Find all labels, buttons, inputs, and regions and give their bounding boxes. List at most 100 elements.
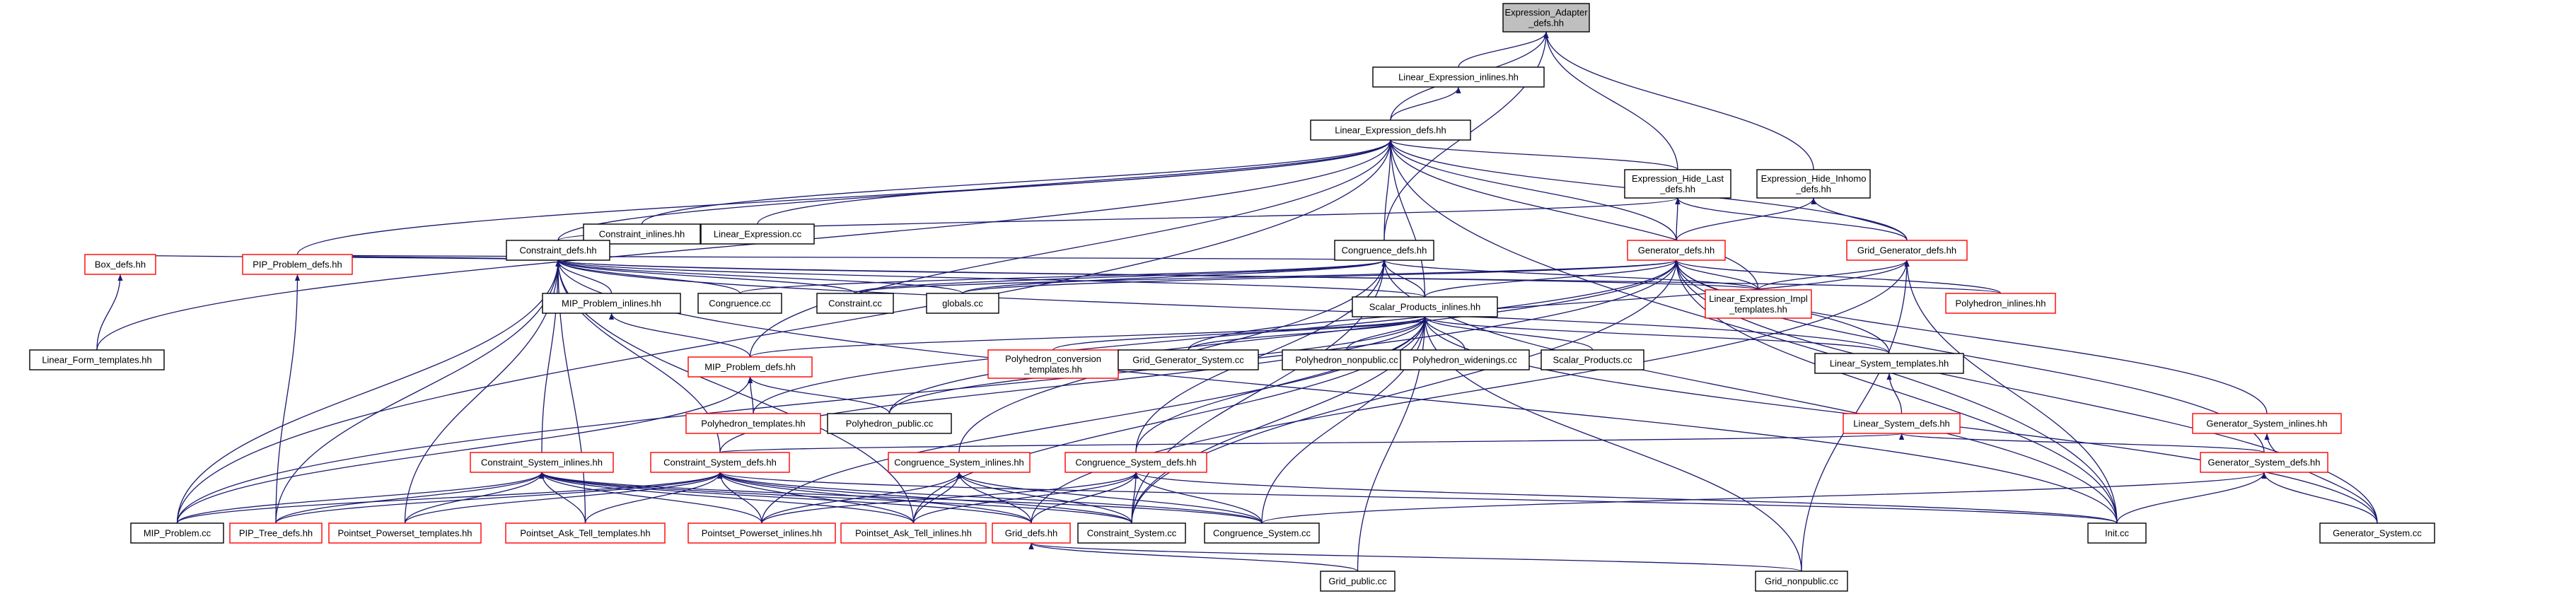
node-patttmpl[interactable]: Pointset_Ask_Tell_templates.hh xyxy=(505,522,666,544)
node-label: Congruence.cc xyxy=(709,298,771,309)
edge-gridpub-to-griddefs xyxy=(1028,542,1359,572)
node-polypub[interactable]: Polyhedron_public.cc xyxy=(827,413,952,434)
edge-initcc-to-csdefs xyxy=(717,472,2118,524)
edge-mipcc-to-csinl xyxy=(176,472,545,524)
node-label: Constraint_System.cc xyxy=(1087,528,1177,539)
node-initcc[interactable]: Init.cc xyxy=(2087,522,2147,544)
node-spcc[interactable]: Scalar_Products.cc xyxy=(1541,349,1644,370)
node-lstmpl[interactable]: Linear_System_templates.hh xyxy=(1814,353,1964,374)
node-label: Generator_System_defs.hh xyxy=(2208,457,2321,468)
node-label: Linear_Expression.cc xyxy=(714,229,802,240)
node-congsyscc[interactable]: Congruence_System.cc xyxy=(1204,522,1320,544)
node-lecc[interactable]: Linear_Expression.cc xyxy=(700,223,815,245)
edge-leimpl-to-gendefs xyxy=(1673,259,1759,291)
node-ppwtmpl[interactable]: Pointset_Powerset_templates.hh xyxy=(328,522,482,544)
node-leinl[interactable]: Linear_Expression_inlines.hh xyxy=(1372,66,1545,88)
edge-pattinl-to-csinl xyxy=(539,472,915,524)
node-gridnonpub[interactable]: Grid_nonpublic.cc xyxy=(1755,571,1848,592)
node-gensyscc[interactable]: Generator_System.cc xyxy=(2319,522,2435,544)
node-mipcc[interactable]: MIP_Problem.cc xyxy=(130,522,224,544)
node-lftmpl[interactable]: Linear_Form_templates.hh xyxy=(29,349,165,370)
edge-csdefs-to-lsdefs xyxy=(719,433,1903,453)
node-label: Polyhedron_nonpublic.cc xyxy=(1295,355,1398,366)
edge-ggdefs-to-ehi xyxy=(1811,197,1908,241)
node-constrcc[interactable]: Constraint.cc xyxy=(816,293,894,314)
node-gendefs[interactable]: Generator_defs.hh xyxy=(1627,240,1726,261)
node-label: Generator_System_inlines.hh xyxy=(2206,419,2327,429)
node-ehi[interactable]: Expression_Hide_Inhomo_defs.hh xyxy=(1756,169,1871,199)
node-csyscc[interactable]: Constraint_System.cc xyxy=(1077,522,1186,544)
node-polyinl[interactable]: Polyhedron_inlines.hh xyxy=(1945,293,2056,314)
node-label: Polyhedron_conversion xyxy=(1005,353,1101,364)
node-label: Linear_Expression_Impl xyxy=(1709,293,1808,304)
node-gridpub[interactable]: Grid_public.cc xyxy=(1320,571,1396,592)
node-layer: Expression_Adapter_defs.hhLinear_Express… xyxy=(29,3,2435,592)
edge-piptree-to-csdefs xyxy=(275,472,723,524)
node-label: Constraint_System_inlines.hh xyxy=(481,457,603,468)
node-ppwinl[interactable]: Pointset_Powerset_inlines.hh xyxy=(687,522,836,544)
node-gensysinl[interactable]: Generator_System_inlines.hh xyxy=(2192,413,2342,434)
edge-griddefs-to-csinl xyxy=(539,472,1032,524)
edge-ehi-to-root xyxy=(1543,31,1814,170)
node-mipinl[interactable]: MIP_Problem_inlines.hh xyxy=(542,293,681,314)
node-congcc[interactable]: Congruence.cc xyxy=(697,293,782,314)
node-pattinl[interactable]: Pointset_Ask_Tell_inlines.hh xyxy=(840,522,987,544)
edge-csyscc-to-congsinl xyxy=(956,472,1132,524)
edge-pattinl-to-congsinl xyxy=(912,472,962,524)
node-ledefs[interactable]: Linear_Expression_defs.hh xyxy=(1310,119,1471,141)
node-label: Pointset_Powerset_templates.hh xyxy=(337,528,472,539)
node-polywiden[interactable]: Polyhedron_widenings.cc xyxy=(1400,349,1530,370)
node-mipdefs[interactable]: MIP_Problem_defs.hh xyxy=(687,356,813,378)
node-csdefs[interactable]: Constraint_System_defs.hh xyxy=(650,452,790,473)
node-griddefs[interactable]: Grid_defs.hh xyxy=(992,522,1071,544)
node-ehl[interactable]: Expression_Hide_Last_defs.hh xyxy=(1624,169,1731,199)
node-label: Linear_Expression_inlines.hh xyxy=(1398,72,1519,83)
node-label: Congruence_System_defs.hh xyxy=(1075,457,1196,468)
edge-polynonpub-to-spinl xyxy=(1346,316,1428,351)
edge-leimpl-to-ledefs xyxy=(1388,139,1759,291)
node-label: Congruence_System.cc xyxy=(1213,528,1311,539)
edge-congdefs-to-ledefs xyxy=(1383,139,1393,241)
node-piptree[interactable]: PIP_Tree_defs.hh xyxy=(229,522,323,544)
node-cdefs[interactable]: Constraint_defs.hh xyxy=(506,240,610,261)
node-label: _defs.hh xyxy=(1795,184,1831,194)
edge-ppwtmpl-to-cdefs xyxy=(404,259,561,524)
edge-initcc-to-congsdefs xyxy=(1133,472,2118,524)
edge-griddefs-to-ggdefs xyxy=(1031,259,1910,524)
edge-ggsyscc-to-spinl xyxy=(1188,316,1427,351)
edge-polyinl-to-gendefs xyxy=(1673,259,2002,294)
node-boxdefs[interactable]: Box_defs.hh xyxy=(84,254,156,275)
edge-spinl-to-gendefs xyxy=(1424,259,1679,298)
node-label: Expression_Hide_Inhomo xyxy=(1761,173,1867,184)
edge-polypub-to-mipdefs xyxy=(747,376,890,414)
node-label: Expression_Adapter xyxy=(1504,7,1588,18)
edge-griddefs-to-congsinl xyxy=(956,472,1032,524)
edge-gendefs-to-ledefs xyxy=(1388,139,1677,241)
node-polyconv[interactable]: Polyhedron_conversion_templates.hh xyxy=(987,349,1119,379)
node-label: Pointset_Ask_Tell_templates.hh xyxy=(520,528,650,539)
edge-griddefs-to-congsdefs xyxy=(1031,472,1139,524)
node-csinl[interactable]: Constraint_System_inlines.hh xyxy=(470,452,614,473)
node-polytmpl[interactable]: Polyhedron_templates.hh xyxy=(685,413,821,434)
node-gensdefs[interactable]: Generator_System_defs.hh xyxy=(2200,452,2328,473)
node-congsinl[interactable]: Congruence_System_inlines.hh xyxy=(888,452,1031,473)
node-congdefs[interactable]: Congruence_defs.hh xyxy=(1334,240,1434,261)
node-ggdefs[interactable]: Grid_Generator_defs.hh xyxy=(1846,240,1968,261)
node-globalscc[interactable]: globals.cc xyxy=(926,293,999,314)
node-congsdefs[interactable]: Congruence_System_defs.hh xyxy=(1064,452,1207,473)
node-pipdefs[interactable]: PIP_Problem_defs.hh xyxy=(242,254,353,275)
node-label: MIP_Problem_defs.hh xyxy=(704,362,796,373)
node-polynonpub[interactable]: Polyhedron_nonpublic.cc xyxy=(1282,349,1412,370)
edge-gensdefs-to-lsdefs xyxy=(1899,433,2265,453)
node-label: Expression_Hide_Last xyxy=(1632,173,1724,184)
edge-ppwinl-to-congsinl xyxy=(761,472,962,524)
node-label: _templates.hh xyxy=(1023,364,1082,375)
node-lsdefs[interactable]: Linear_System_defs.hh xyxy=(1843,413,1961,434)
node-spinl[interactable]: Scalar_Products_inlines.hh xyxy=(1352,296,1498,317)
edge-constrcc-to-cdefs xyxy=(555,259,856,294)
edge-piptree-to-csinl xyxy=(275,472,545,524)
edge-congsyscc-to-congsinl xyxy=(956,472,1263,524)
node-ggsyscc[interactable]: Grid_Generator_System.cc xyxy=(1118,349,1259,370)
edge-polyconv-to-spinl xyxy=(1052,316,1427,351)
node-leimpl[interactable]: Linear_Expression_Impl_templates.hh xyxy=(1705,289,1812,319)
